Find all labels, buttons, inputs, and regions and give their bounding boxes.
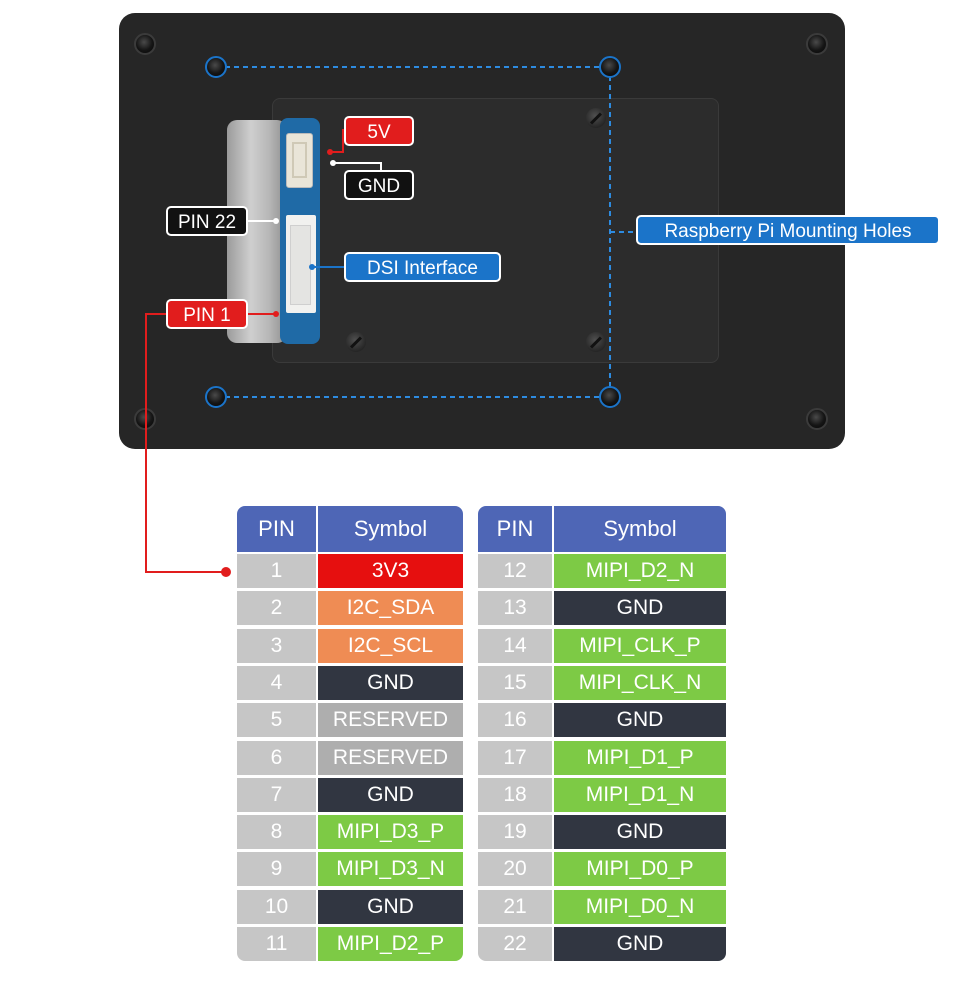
pin-symbol-cell: GND — [318, 889, 463, 924]
dsi-connector — [286, 215, 316, 313]
mounting-hole-icon — [205, 56, 227, 78]
pin-number-cell: 15 — [478, 665, 552, 700]
label-mounting-holes: Raspberry Pi Mounting Holes — [636, 215, 940, 245]
phillips-screw-icon — [344, 330, 368, 354]
pin-symbol-cell: MIPI_CLK_N — [554, 665, 726, 700]
pin-symbol-cell: GND — [554, 927, 726, 961]
pin-header: PIN — [237, 506, 316, 552]
label-pin22: PIN 22 — [166, 206, 248, 236]
pin-symbol-cell: MIPI_D3_N — [318, 852, 463, 887]
pin-number-cell: 4 — [237, 665, 316, 700]
corner-screw-icon — [134, 33, 156, 55]
label-pin1: PIN 1 — [166, 299, 248, 329]
pin-number-cell: 8 — [237, 815, 316, 850]
pin-symbol-cell: GND — [554, 591, 726, 626]
pin-number-cell: 12 — [478, 554, 552, 588]
pin-number-cell: 7 — [237, 777, 316, 812]
pin-number-cell: 19 — [478, 815, 552, 850]
symbol-header: Symbol — [554, 506, 726, 552]
mounting-hole-icon — [599, 386, 621, 408]
mounting-hole-icon — [205, 386, 227, 408]
label-5v: 5V — [344, 116, 414, 146]
pin-number-cell: 9 — [237, 852, 316, 887]
phillips-screw-icon — [584, 106, 608, 130]
label-gnd: GND — [344, 170, 414, 200]
pin-number-cell: 21 — [478, 889, 552, 924]
pin-number-cell: 13 — [478, 591, 552, 626]
pin-number-cell: 14 — [478, 628, 552, 663]
pin-symbol-cell: MIPI_D2_P — [318, 927, 463, 961]
pin-number-cell: 16 — [478, 703, 552, 738]
corner-screw-icon — [806, 408, 828, 430]
pin-symbol-cell: RESERVED — [318, 703, 463, 738]
label-dsi-interface: DSI Interface — [344, 252, 501, 282]
pin-symbol-cell: MIPI_D0_P — [554, 852, 726, 887]
corner-screw-icon — [806, 33, 828, 55]
pin-symbol-cell: GND — [554, 815, 726, 850]
symbol-header: Symbol — [318, 506, 463, 552]
pin-number-cell: 1 — [237, 554, 316, 588]
pin-number-cell: 2 — [237, 591, 316, 626]
pin-symbol-cell: I2C_SCL — [318, 628, 463, 663]
pin-symbol-cell: GND — [318, 665, 463, 700]
pin-number-cell: 5 — [237, 703, 316, 738]
pin-symbol-cell: MIPI_CLK_P — [554, 628, 726, 663]
pin-symbol-cell: MIPI_D3_P — [318, 815, 463, 850]
power-connector — [286, 133, 313, 188]
pin-number-cell: 22 — [478, 927, 552, 961]
pin-symbol-cell: MIPI_D1_P — [554, 740, 726, 775]
phillips-screw-icon — [584, 330, 608, 354]
pin-symbol-cell: MIPI_D1_N — [554, 777, 726, 812]
pin-symbol-cell: GND — [554, 703, 726, 738]
pin-number-cell: 20 — [478, 852, 552, 887]
pin-number-cell: 11 — [237, 927, 316, 961]
pin-number-cell: 17 — [478, 740, 552, 775]
mounting-hole-icon — [599, 56, 621, 78]
pin-symbol-cell: MIPI_D0_N — [554, 889, 726, 924]
pin-number-cell: 6 — [237, 740, 316, 775]
pin-number-cell: 3 — [237, 628, 316, 663]
pin-number-cell: 18 — [478, 777, 552, 812]
pin-symbol-cell: RESERVED — [318, 740, 463, 775]
pin-header: PIN — [478, 506, 552, 552]
pin-symbol-cell: I2C_SDA — [318, 591, 463, 626]
corner-screw-icon — [134, 408, 156, 430]
pin-symbol-cell: MIPI_D2_N — [554, 554, 726, 588]
pin-number-cell: 10 — [237, 889, 316, 924]
pin-symbol-cell: 3V3 — [318, 554, 463, 588]
pin-symbol-cell: GND — [318, 777, 463, 812]
